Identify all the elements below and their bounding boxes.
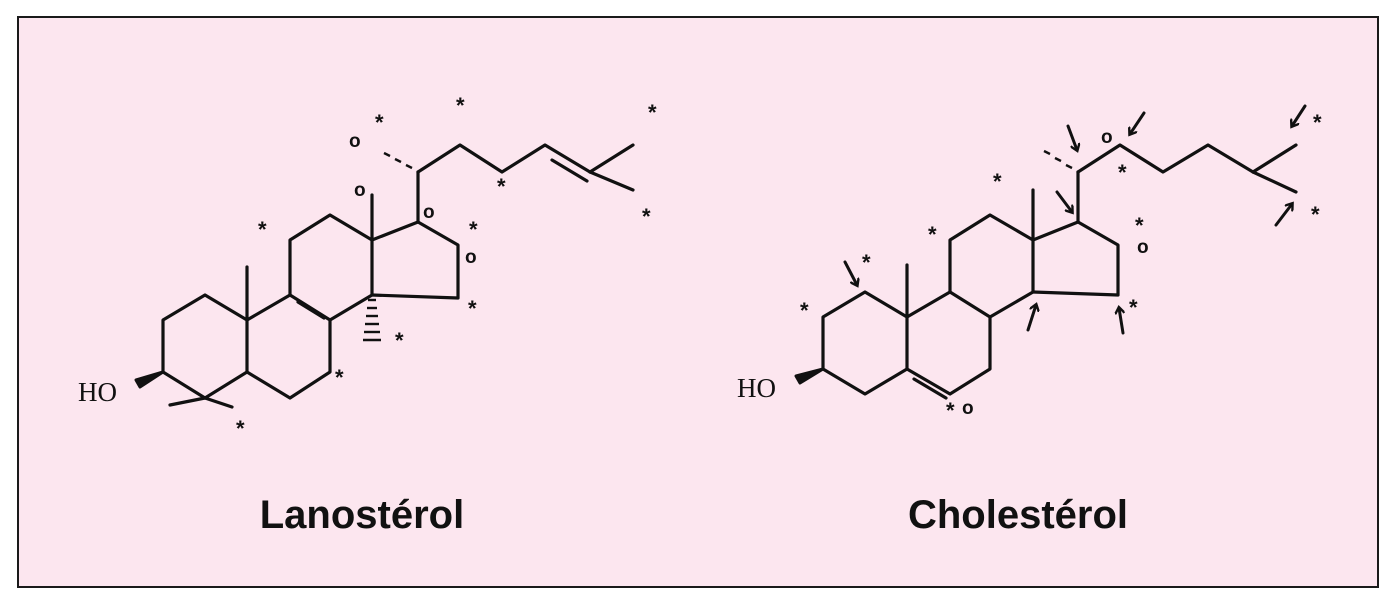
cholesterol-arrow-marker — [1130, 111, 1146, 134]
cholesterol-name: Cholestérol — [908, 493, 1128, 537]
cholesterol-structure: HO o o o * * * * * * — [737, 104, 1322, 537]
lanosterol-double-bond-8-9 — [296, 300, 326, 320]
panel-background — [18, 17, 1378, 587]
cholesterol-arrow-marker — [1119, 308, 1123, 335]
lanosterol-star-marker: * — [497, 174, 506, 199]
lanosterol-star-marker: * — [469, 217, 478, 242]
lanosterol-methyl-c14-hashed — [363, 298, 381, 342]
cholesterol-arrow-marker — [1292, 104, 1307, 126]
lanosterol-star-marker: * — [642, 204, 651, 229]
panel-border — [17, 16, 1379, 588]
cholesterol-methyl-c21-dashed — [1043, 149, 1073, 170]
lanosterol-circle-marker: o — [465, 247, 477, 268]
cholesterol-ring-b — [905, 290, 992, 396]
lanosterol-ring-b — [245, 293, 332, 400]
cholesterol-arrow-marker — [1274, 204, 1292, 227]
lanosterol-methyl-c4a — [168, 396, 207, 407]
lanosterol-circle-marker: o — [423, 202, 435, 223]
lanosterol-star-marker: * — [395, 328, 404, 353]
lanosterol-circle-marker: o — [349, 131, 361, 152]
cholesterol-arrow-marker — [1055, 190, 1072, 212]
cholesterol-star-marker: * — [800, 298, 809, 323]
cholesterol-star-marker: * — [1129, 295, 1138, 320]
cholesterol-arrow-marker — [1066, 124, 1077, 150]
lanosterol-ring-d — [370, 220, 460, 300]
cholesterol-star-marker: * — [1135, 213, 1144, 238]
cholesterol-hydroxyl-label: HO — [737, 373, 776, 403]
lanosterol-star-marker: * — [335, 365, 344, 390]
cholesterol-circle-marker: o — [962, 398, 974, 419]
lanosterol-star-marker: * — [456, 93, 465, 118]
lanosterol-star-marker: * — [375, 110, 384, 135]
lanosterol-wedge-bond-oh — [134, 370, 165, 389]
cholesterol-star-marker: * — [862, 250, 871, 275]
cholesterol-star-marker: * — [1313, 110, 1322, 135]
lanosterol-methyl-c21-dashed — [383, 151, 413, 170]
lanosterol-hydroxyl-label: HO — [78, 377, 117, 407]
cholesterol-star-marker: * — [1311, 202, 1320, 227]
lanosterol-structure: HO o o o o * * * * * * * * * * * Lanosté… — [78, 93, 657, 537]
cholesterol-terminal-methyl-a — [1251, 143, 1298, 174]
lanosterol-name: Lanostérol — [260, 493, 464, 537]
lanosterol-star-marker: * — [236, 416, 245, 441]
lanosterol-star-marker: * — [648, 100, 657, 125]
cholesterol-circle-marker: o — [1137, 237, 1149, 258]
cholesterol-star-marker: * — [946, 398, 955, 423]
lanosterol-terminal-methyl-b — [588, 170, 635, 192]
lanosterol-ring-c — [288, 213, 374, 322]
cholesterol-star-marker: * — [1118, 160, 1127, 185]
cholesterol-circle-marker: o — [1101, 127, 1113, 148]
cholesterol-star-marker: * — [993, 169, 1002, 194]
cholesterol-side-chain — [1076, 143, 1255, 174]
lanosterol-circle-marker: o — [354, 180, 366, 201]
lanosterol-star-marker: * — [258, 217, 267, 242]
cholesterol-ring-d — [1031, 220, 1120, 297]
cholesterol-ring-c — [948, 213, 1035, 319]
cholesterol-arrow-marker — [843, 260, 857, 285]
cholesterol-double-bond-5-6 — [912, 377, 948, 400]
lanosterol-star-marker: * — [468, 296, 477, 321]
lanosterol-methyl-c4b — [203, 396, 234, 409]
cholesterol-star-marker: * — [928, 222, 937, 247]
cholesterol-terminal-methyl-b — [1251, 170, 1298, 194]
cholesterol-wedge-bond-oh — [794, 367, 825, 385]
lanosterol-double-bond-24-25 — [550, 158, 589, 183]
lanosterol-terminal-methyl-a — [588, 143, 635, 174]
lanosterol-side-chain — [416, 143, 592, 174]
cholesterol-arrow-marker — [1026, 305, 1036, 332]
